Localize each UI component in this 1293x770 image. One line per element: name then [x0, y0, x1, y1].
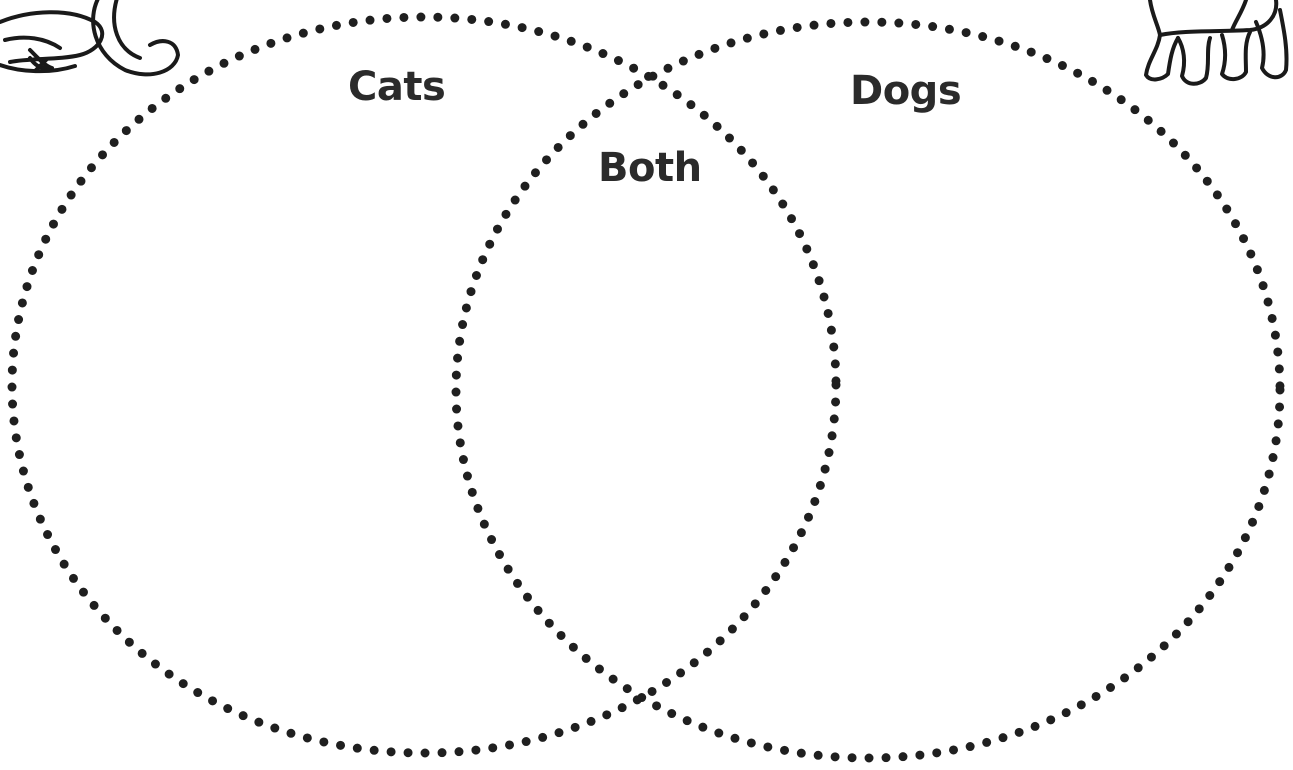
- cats-label: Cats: [348, 64, 445, 110]
- dog-icon: [1146, 0, 1287, 84]
- both-label: Both: [598, 145, 702, 191]
- dogs-label: Dogs: [850, 68, 961, 114]
- cat-icon: [0, 0, 178, 74]
- dogs-circle: [456, 22, 1280, 758]
- cats-circle: [12, 17, 836, 753]
